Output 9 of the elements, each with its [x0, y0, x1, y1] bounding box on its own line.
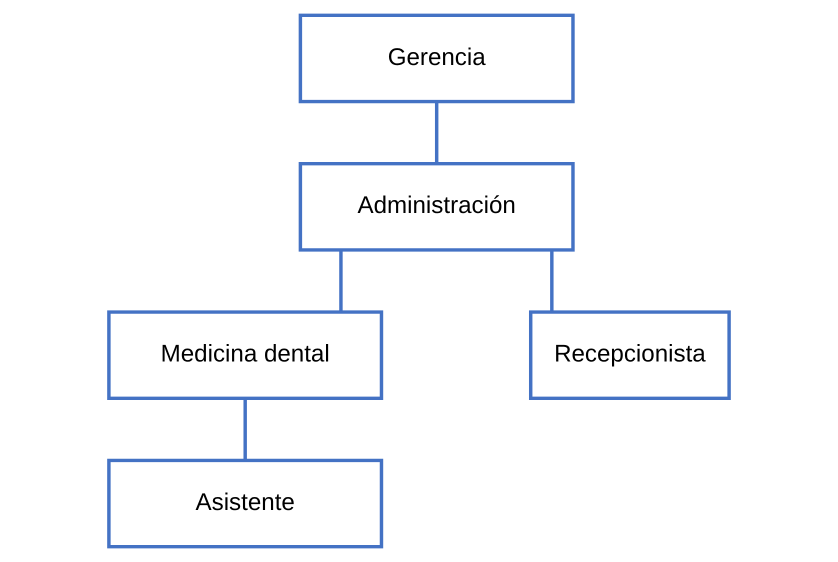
connector [550, 250, 554, 312]
node-box: Gerencia [298, 14, 575, 104]
node-box: Recepcionista [528, 310, 731, 400]
node-box: Administración [298, 162, 575, 252]
connector [243, 398, 247, 460]
connector [339, 250, 343, 312]
node-box: Medicina dental [107, 310, 384, 400]
connector [434, 102, 438, 164]
node-box: Asistente [107, 458, 384, 548]
